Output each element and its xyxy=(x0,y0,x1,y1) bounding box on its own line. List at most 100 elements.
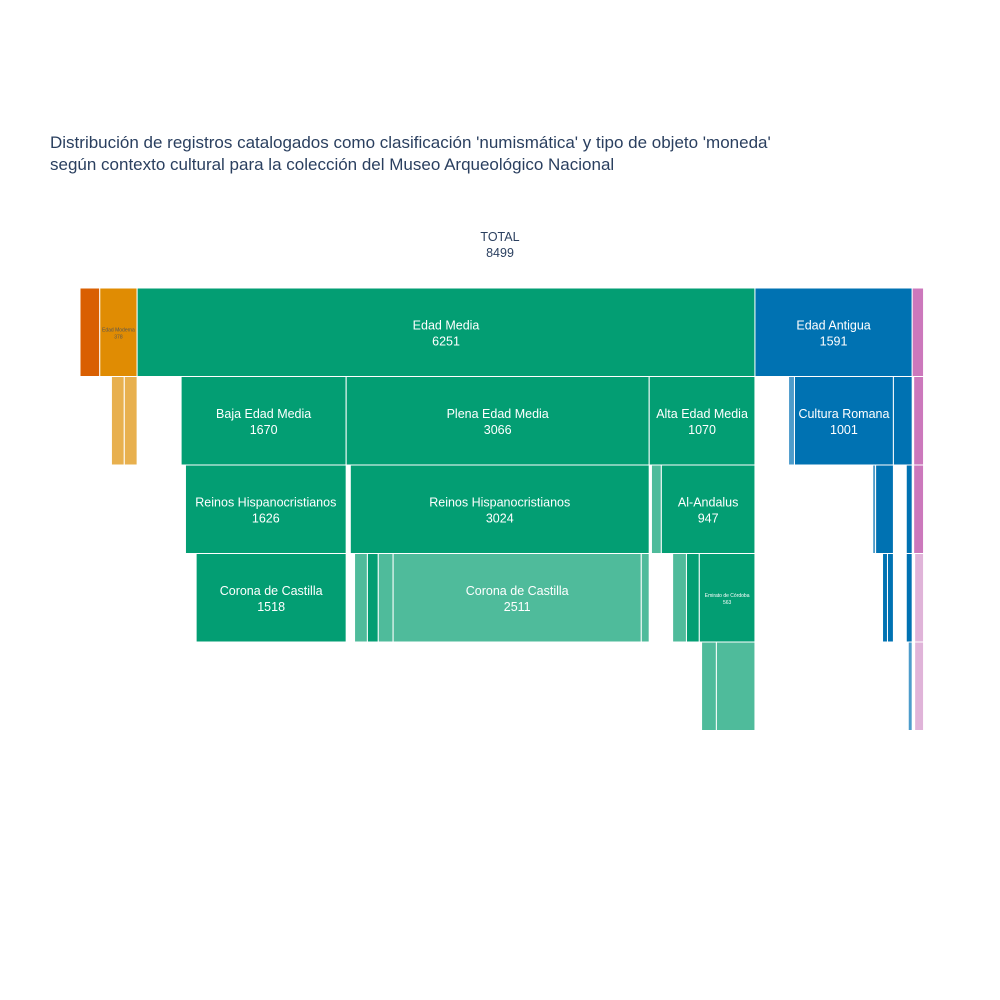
icicle-node-alta-edad-media[interactable]: Alta Edad Media 1070 xyxy=(648,376,756,466)
root-label[interactable]: TOTAL 8499 xyxy=(480,230,519,260)
icicle-segment[interactable] xyxy=(911,287,925,377)
icicle-segment[interactable] xyxy=(349,464,650,554)
icicle-node[interactable] xyxy=(913,376,925,466)
icicle-segment[interactable] xyxy=(354,553,368,643)
icicle-node[interactable] xyxy=(123,376,138,466)
segment-label: Cultura Romana xyxy=(798,407,889,421)
icicle-node[interactable] xyxy=(882,553,888,643)
icicle-node[interactable] xyxy=(701,641,717,731)
icicle-node[interactable] xyxy=(911,287,925,377)
segment-value: 1626 xyxy=(252,511,280,525)
segment-label: Emirato de Córdoba xyxy=(705,593,750,599)
icicle-node[interactable] xyxy=(875,464,894,554)
icicle-segment[interactable] xyxy=(640,553,650,643)
icicle-segment[interactable] xyxy=(184,464,347,554)
icicle-node[interactable] xyxy=(905,464,913,554)
icicle-segment[interactable] xyxy=(366,553,379,643)
root-label-value: 8499 xyxy=(486,246,514,260)
icicle-node[interactable] xyxy=(110,376,125,466)
icicle-node[interactable] xyxy=(913,464,925,554)
icicle-segment[interactable] xyxy=(754,287,913,377)
icicle-node[interactable] xyxy=(715,641,756,731)
icicle-segment[interactable] xyxy=(377,553,394,643)
icicle-segment[interactable] xyxy=(698,553,756,643)
segment-label: Alta Edad Media xyxy=(656,407,748,421)
segment-label: Reinos Hispanocristianos xyxy=(429,495,570,509)
icicle-segment[interactable] xyxy=(136,287,756,377)
icicle-segment[interactable] xyxy=(195,553,347,643)
icicle-node[interactable] xyxy=(905,553,913,643)
segment-value: 3024 xyxy=(486,511,514,525)
icicle-node[interactable] xyxy=(892,376,913,466)
icicle-node[interactable] xyxy=(907,641,913,731)
segment-label: Baja Edad Media xyxy=(216,407,311,421)
segment-label: Edad Moderna xyxy=(102,327,135,333)
chart-title-line-2: según contexto cultural para la colecció… xyxy=(50,155,615,174)
icicle-segment[interactable] xyxy=(345,376,650,466)
icicle-node[interactable] xyxy=(650,464,662,554)
icicle-node-reinos-hispanocristianos[interactable]: Reinos Hispanocristianos 3024 xyxy=(349,464,650,554)
icicle-segment[interactable] xyxy=(892,376,913,466)
segment-label: Edad Media xyxy=(413,318,480,332)
icicle-node[interactable] xyxy=(788,376,795,466)
icicle-node[interactable] xyxy=(672,553,687,643)
icicle-node[interactable] xyxy=(914,641,925,731)
icicle-segment[interactable] xyxy=(914,641,925,731)
segment-value: 1070 xyxy=(688,423,716,437)
icicle-segment[interactable] xyxy=(701,641,717,731)
segment-label: Reinos Hispanocristianos xyxy=(195,495,336,509)
icicle-segment[interactable] xyxy=(79,287,101,377)
icicle-segment[interactable] xyxy=(180,376,347,466)
icicle-node[interactable] xyxy=(354,553,368,643)
segment-value: 378 xyxy=(114,334,123,340)
icicle-node[interactable] xyxy=(377,553,394,643)
icicle-segment[interactable] xyxy=(650,464,662,554)
icicle-node[interactable] xyxy=(685,553,700,643)
icicle-segment[interactable] xyxy=(99,287,138,377)
icicle-segment[interactable] xyxy=(907,641,913,731)
icicle-node[interactable] xyxy=(886,553,894,643)
segment-value: 3066 xyxy=(484,423,512,437)
icicle-segment[interactable] xyxy=(392,553,642,643)
icicle-node[interactable] xyxy=(366,553,379,643)
icicle-segment[interactable] xyxy=(905,553,913,643)
segment-value: 947 xyxy=(698,511,719,525)
chart-title: Distribución de registros catalogados co… xyxy=(50,132,950,176)
segment-value: 2511 xyxy=(504,600,531,614)
icicle-segment[interactable] xyxy=(882,553,888,643)
icicle-segment[interactable] xyxy=(913,376,925,466)
icicle-segment[interactable] xyxy=(672,553,687,643)
icicle-segment[interactable] xyxy=(648,376,756,466)
icicle-segment[interactable] xyxy=(914,553,925,643)
icicle-segment[interactable] xyxy=(875,464,894,554)
icicle-segment[interactable] xyxy=(788,376,795,466)
icicle-segment[interactable] xyxy=(913,464,925,554)
segment-label: Al-Andalus xyxy=(678,495,738,509)
root-label-name: TOTAL xyxy=(480,230,519,244)
icicle-segment[interactable] xyxy=(905,464,913,554)
icicle-segment[interactable] xyxy=(793,376,894,466)
icicle-node-reinos-hispanocristianos[interactable]: Reinos Hispanocristianos 1626 xyxy=(184,464,347,554)
icicle-node[interactable] xyxy=(79,287,101,377)
icicle-segment[interactable] xyxy=(660,464,756,554)
icicle-node-corona-de-castilla[interactable]: Corona de Castilla 2511 xyxy=(392,553,642,643)
icicle-segment[interactable] xyxy=(886,553,894,643)
icicle-node-al-andalus[interactable]: Al-Andalus 947 xyxy=(660,464,756,554)
icicle-segment[interactable] xyxy=(685,553,700,643)
segment-value: 1591 xyxy=(820,334,848,348)
icicle-segment[interactable] xyxy=(715,641,756,731)
icicle-node[interactable] xyxy=(914,553,925,643)
segment-label: Corona de Castilla xyxy=(466,584,569,598)
icicle-segment[interactable] xyxy=(123,376,138,466)
icicle-node[interactable] xyxy=(640,553,650,643)
icicle-segment[interactable] xyxy=(110,376,125,466)
